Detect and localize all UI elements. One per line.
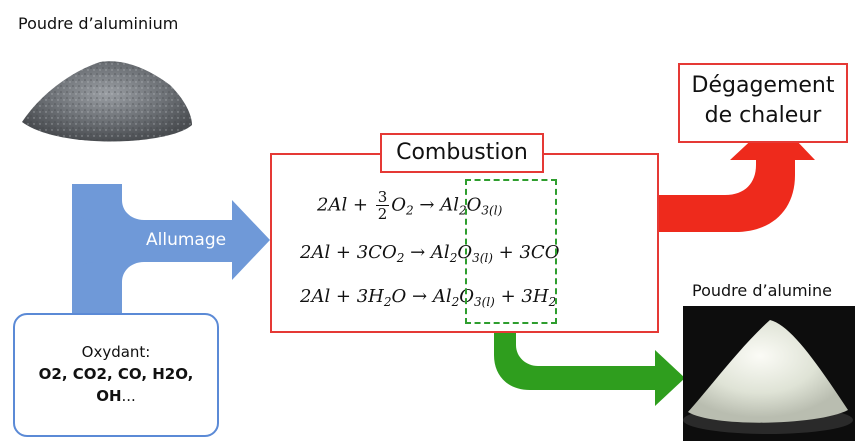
product-arrow — [494, 324, 685, 406]
equation-3-lhs-sub: 2 — [383, 295, 392, 309]
fraction-numerator: 3 — [375, 188, 390, 206]
product-highlight-box — [465, 179, 557, 324]
equation-1-product: Al — [440, 194, 460, 216]
equation-1-lhs: 2Al + — [317, 194, 374, 216]
aluminium-powder-image — [22, 61, 192, 142]
oxidant-title: Oxydant: — [81, 343, 151, 361]
oxidant-box: Oxydant: O2, CO2, CO, H2O, OH... — [13, 313, 219, 437]
oxidant-species-line2-wrap: OH... — [15, 385, 217, 407]
equation-3-lhs: 2Al + 3H — [300, 286, 384, 307]
equation-1-oxidant-sub: 2 — [406, 203, 414, 218]
fraction-denominator: 2 — [377, 205, 388, 223]
alumina-powder-image — [683, 306, 855, 441]
allumage-arrow — [72, 184, 270, 330]
equation-2-product-sub1: 2 — [449, 251, 458, 265]
equation-2-product-sub2: 3(l) — [472, 251, 493, 265]
equation-2-rhs-extra: + 3CO — [498, 242, 560, 263]
equation-3-product-sub1: 2 — [451, 295, 460, 309]
oxidant-ellipsis: ... — [121, 387, 136, 405]
equation-2-lhs: 2Al + 3CO — [300, 242, 397, 263]
heat-release-line2: de chaleur — [704, 103, 822, 128]
equation-3-product: Al — [432, 286, 452, 307]
allumage-label: Allumage — [146, 230, 227, 250]
reaction-arrow-1: → — [419, 194, 435, 216]
equation-3-product-sub2: 3(l) — [474, 295, 495, 309]
aluminium-powder-label: Poudre d’aluminium — [18, 14, 179, 33]
equation-2-lhs-sub: 2 — [396, 251, 405, 265]
heat-arrow — [659, 118, 815, 232]
heat-release-box: Dégagement de chaleur — [678, 63, 848, 143]
equation-3-rhs-extra: + 3H — [500, 286, 549, 307]
equation-3-rhs-sub: 2 — [548, 295, 557, 309]
reaction-arrow-3: → — [412, 286, 428, 307]
equation-2-product: Al — [430, 242, 450, 263]
combustion-title: Combustion — [380, 133, 544, 173]
equation-1-product-mid: O — [466, 194, 482, 216]
equation-1-product-sub2: 3(l) — [481, 203, 503, 218]
equation-1-oxidant: O — [391, 194, 407, 216]
oxidant-species-line1: O2, CO2, CO, H2O, — [38, 365, 194, 383]
combustion-box — [270, 153, 659, 333]
equation-3-lhs-tail: O — [391, 286, 407, 307]
equation-3: 2Al + 3H2O → Al2O3(l) + 3H2 — [300, 286, 557, 309]
oxidant-species-line2: OH — [96, 387, 122, 405]
heat-release-line1: Dégagement — [691, 73, 835, 98]
equation-2: 2Al + 3CO2 → Al2O3(l) + 3CO — [300, 242, 560, 265]
alumina-powder-label: Poudre d’alumine — [692, 281, 832, 300]
reaction-arrow-2: → — [410, 242, 426, 263]
equation-2-product-mid: O — [457, 242, 473, 263]
equation-1-product-sub1: 2 — [459, 203, 467, 218]
